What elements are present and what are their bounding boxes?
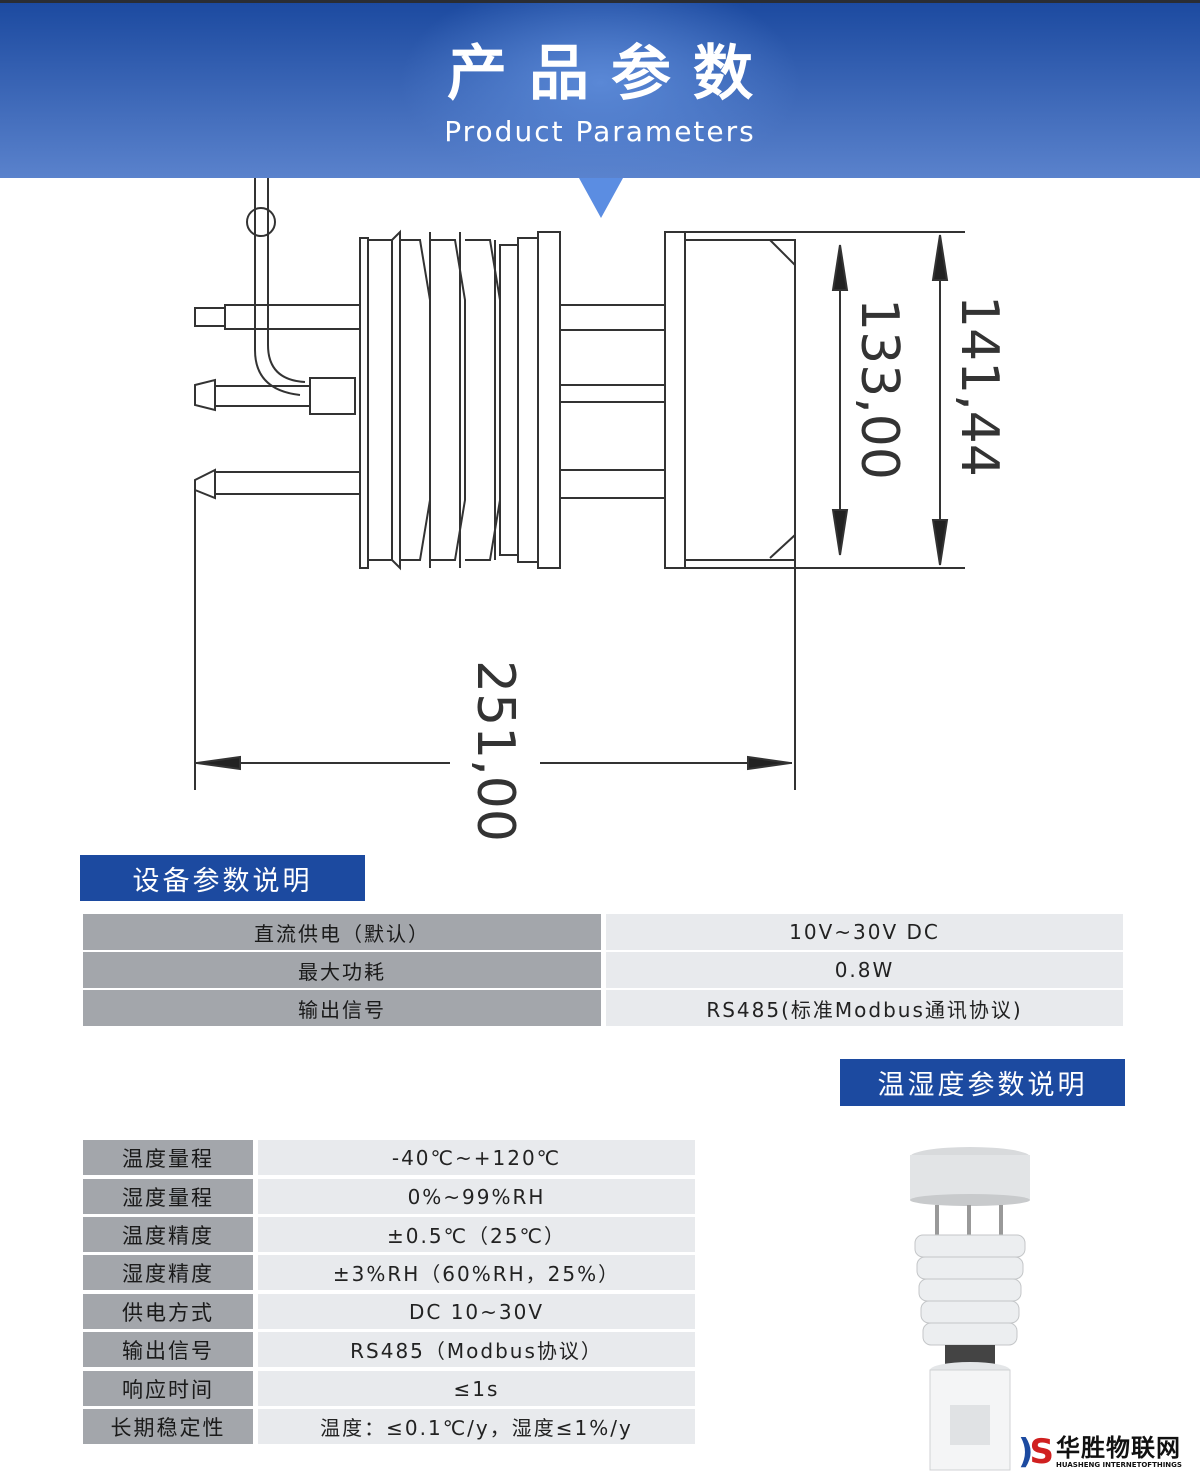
param-label: 湿度量程 [83,1179,253,1214]
dim-length: 251,00 [465,660,525,842]
param-value: ±0.5℃（25℃） [258,1217,695,1252]
table-row: 温度精度±0.5℃（25℃） [83,1217,695,1252]
param-value: RS485(标准Modbus通讯协议) [606,990,1123,1026]
device-section-title: 设备参数说明 [80,855,365,901]
logo-name-en: HUASHENG INTERNETOFTHINGS [1056,1461,1182,1469]
param-label: 输出信号 [83,1332,253,1367]
dim-inner-height: 133,00 [849,298,909,480]
param-value: ±3%RH（60%RH，25%） [258,1255,695,1290]
param-label: 温度精度 [83,1217,253,1252]
param-label: 湿度精度 [83,1255,253,1290]
header-banner: 产品参数 Product Parameters [0,3,1200,178]
param-value: 0.8W [606,952,1123,988]
param-value: ≤1s [258,1371,695,1406]
brand-logo: )S 华胜物联网 HUASHENG INTERNETOFTHINGS [1018,1432,1182,1472]
table-row: 湿度精度±3%RH（60%RH，25%） [83,1255,695,1290]
param-label: 最大功耗 [83,952,601,988]
logo-mark-icon: )S [1018,1432,1054,1472]
table-row: 温度量程-40℃~+120℃ [83,1140,695,1175]
table-row: 长期稳定性温度：≤0.1℃/y，湿度≤1%/y [83,1409,695,1444]
page-subtitle: Product Parameters [444,115,756,148]
param-value: 0%~99%RH [258,1179,695,1214]
param-label: 温度量程 [83,1140,253,1175]
th-section-title: 温湿度参数说明 [840,1059,1125,1106]
dimension-drawing: 133,00 141,44 251,00 [194,178,1009,842]
param-label: 输出信号 [83,990,601,1026]
product-photo [910,1147,1030,1471]
param-value: 10V~30V DC [606,914,1123,950]
param-label: 响应时间 [83,1371,253,1406]
param-label: 直流供电（默认） [83,914,601,950]
table-row: 响应时间≤1s [83,1371,695,1406]
page-title: 产品参数 [447,39,775,109]
param-value: DC 10~30V [258,1294,695,1329]
param-label: 供电方式 [83,1294,253,1329]
dim-outer-height: 141,44 [949,295,1009,477]
param-value: -40℃~+120℃ [258,1140,695,1175]
pointer-triangle [579,178,623,218]
logo-name-cn: 华胜物联网 [1056,1434,1182,1462]
table-row: 直流供电（默认）10V~30V DC [83,914,1123,950]
top-bar [0,0,1200,3]
param-label: 长期稳定性 [83,1409,253,1444]
param-value: RS485（Modbus协议） [258,1332,695,1367]
param-value: 温度：≤0.1℃/y，湿度≤1%/y [258,1409,695,1444]
